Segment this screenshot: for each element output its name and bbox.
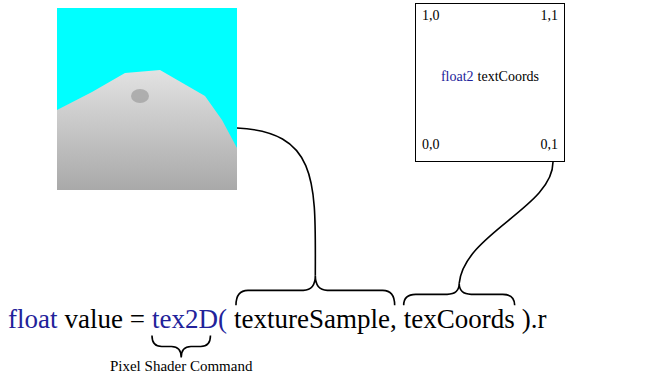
curly-brace	[236, 275, 395, 305]
sky	[57, 8, 237, 190]
terrain-bump	[131, 89, 149, 103]
leader-line	[237, 128, 315, 275]
leader-line	[459, 162, 553, 283]
corner-coordinate: 1,0	[422, 8, 440, 24]
curly-brace	[152, 335, 210, 357]
code-token: value =	[65, 304, 145, 335]
code-token: ).r	[522, 304, 547, 335]
code-keyword: float	[8, 304, 57, 335]
curly-brace	[404, 283, 515, 305]
terrain	[57, 70, 237, 190]
corner-coordinate: 0,1	[541, 137, 559, 153]
code-line: float value =tex2D(textureSample,texCoord…	[8, 304, 546, 335]
code-token: texCoords	[404, 304, 515, 335]
corner-coordinate: 0,0	[422, 137, 440, 153]
variable-name: textCoords	[478, 69, 539, 85]
code-keyword: tex2D(	[152, 304, 227, 335]
type-keyword: float2	[441, 69, 474, 85]
code-token: textureSample,	[234, 304, 397, 335]
corner-coordinate: 1,1	[541, 8, 559, 24]
texcoord-box: 1,0 1,1 float2textCoords 0,0 0,1	[415, 3, 565, 162]
caption-note: Pixel Shader Command	[110, 358, 253, 375]
